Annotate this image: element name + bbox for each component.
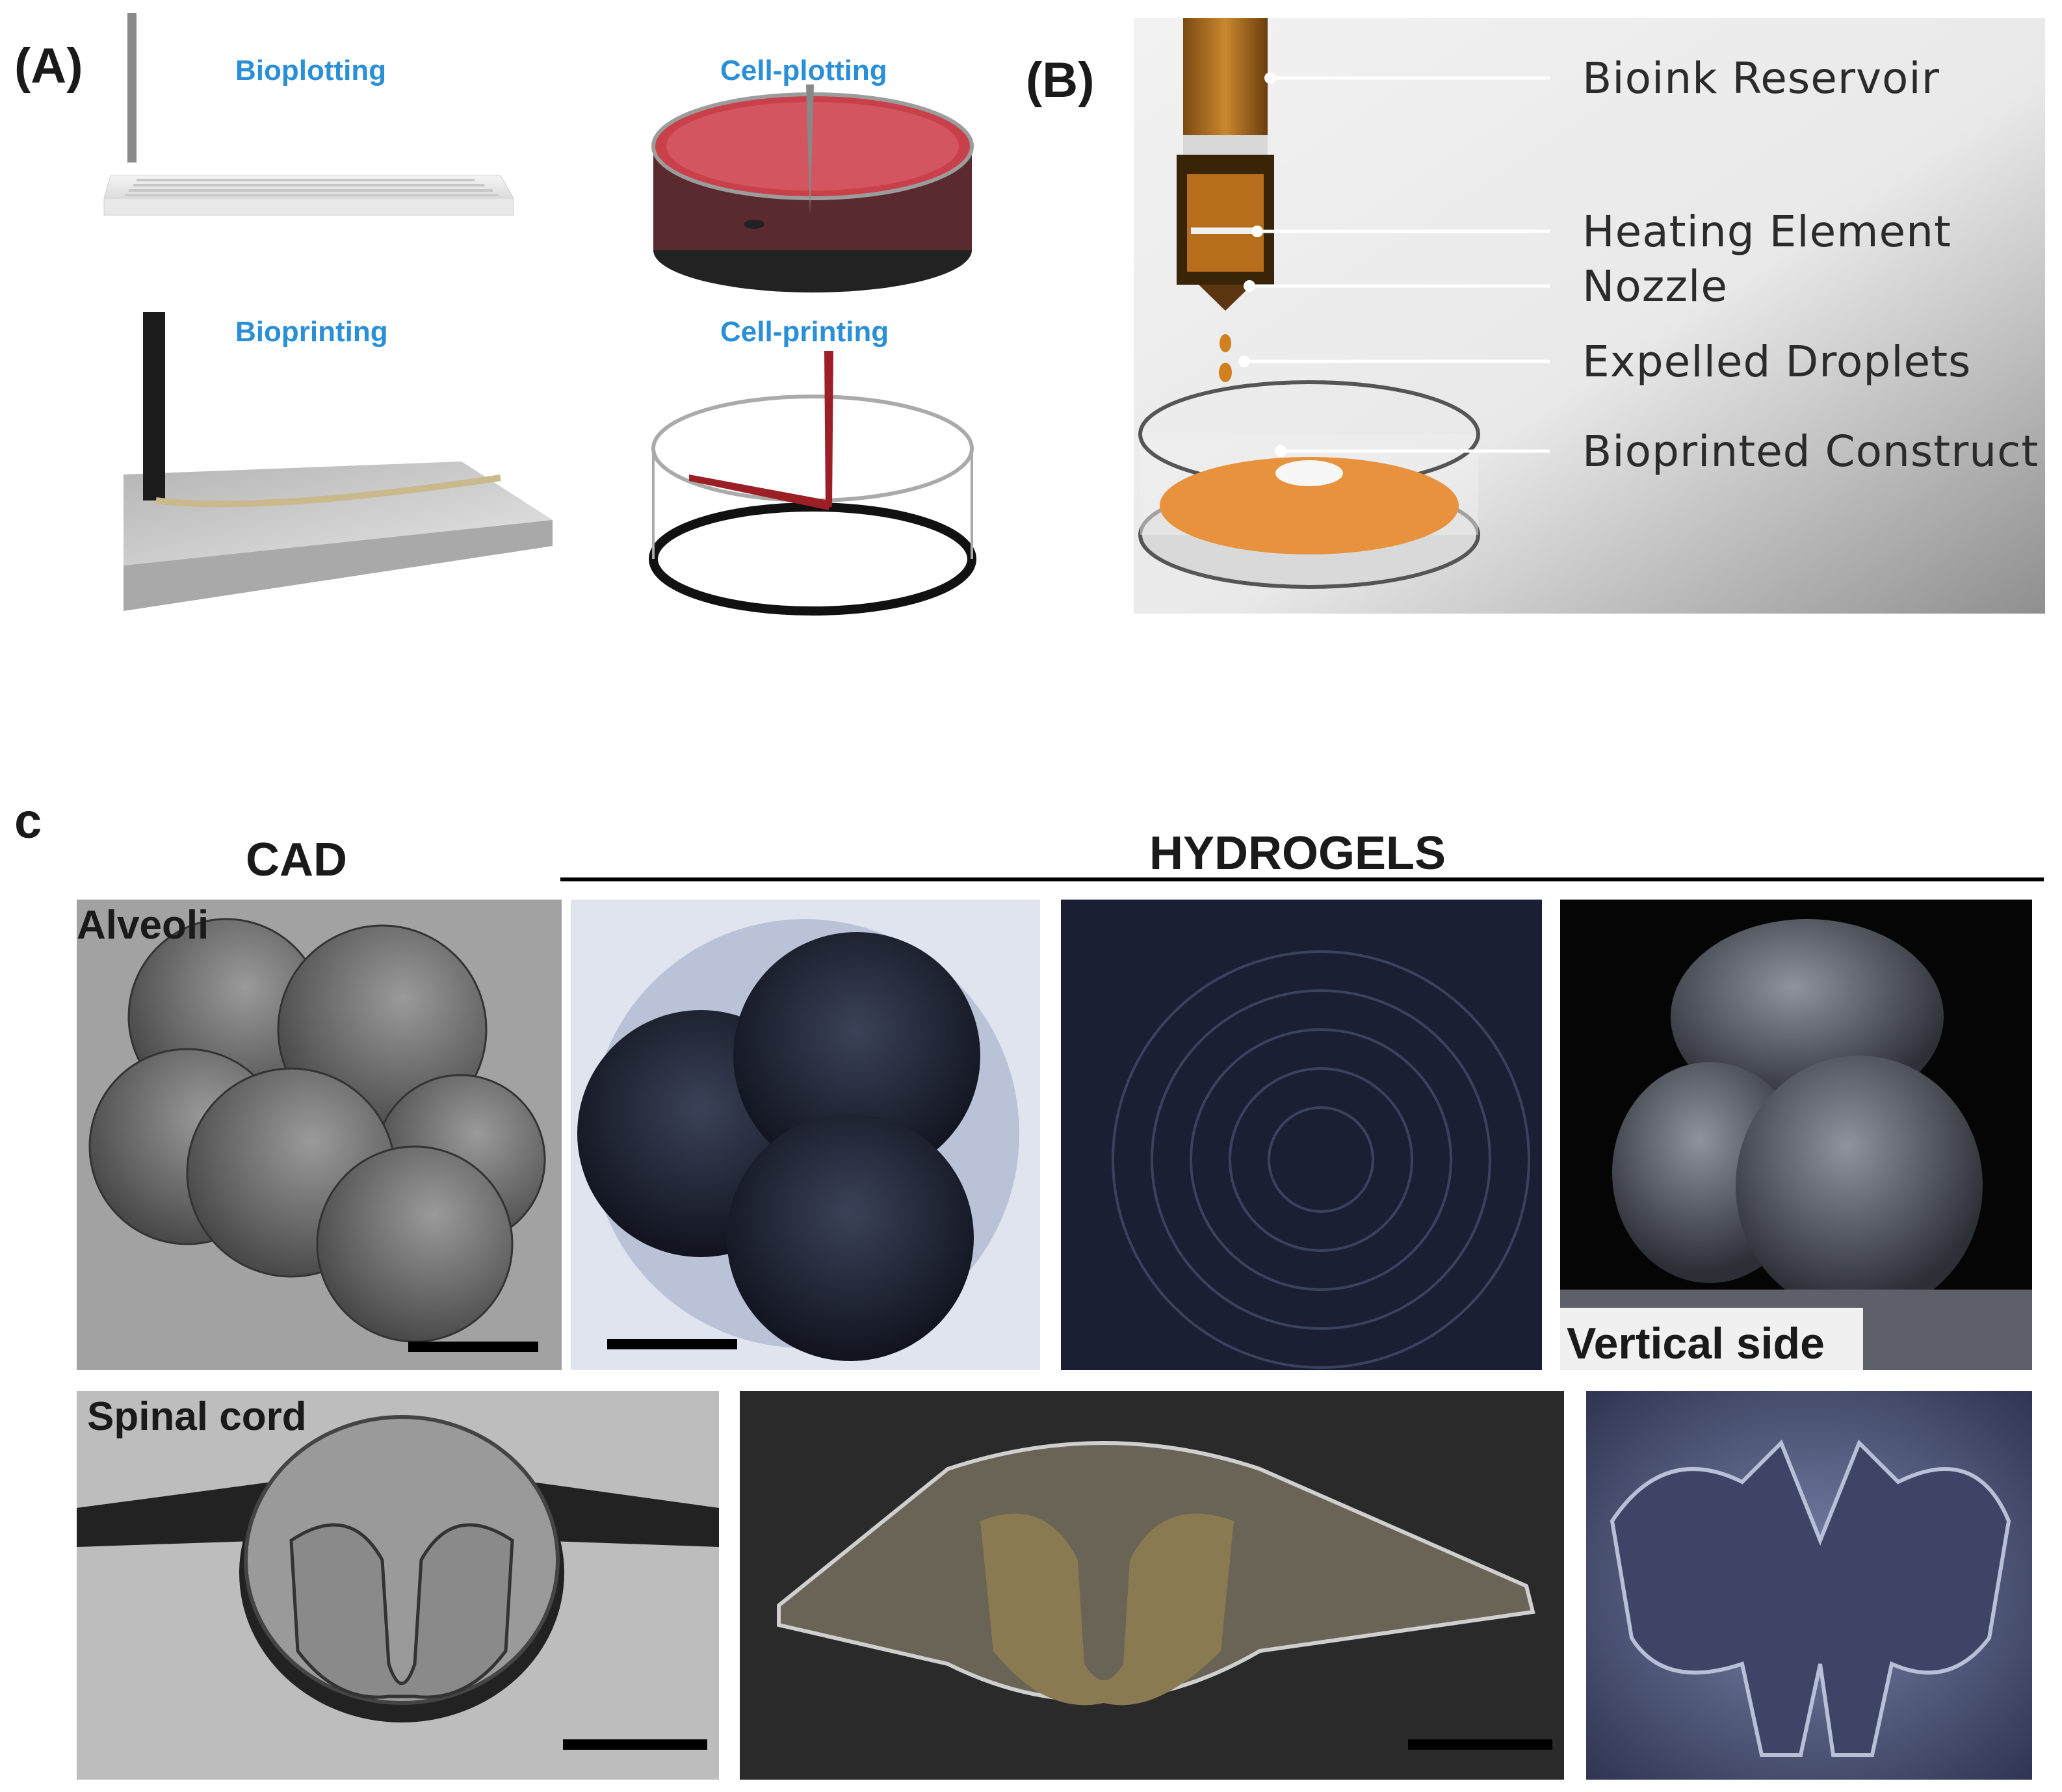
- bioprinting-label: Bioprinting: [235, 316, 388, 348]
- vertical-side-image: [1560, 900, 2032, 1370]
- panel-b-label: (B): [1026, 53, 1095, 108]
- bioprinting-illustration: [124, 312, 553, 611]
- hydrogels-header: HYDROGELS: [1149, 827, 1446, 879]
- bioplotting-illustration: [103, 13, 514, 216]
- cell-printing-dish: [649, 351, 976, 616]
- hydrogels-rule: [560, 877, 2044, 881]
- cell-printing-label: Cell-printing: [720, 316, 889, 348]
- cad-header: CAD: [246, 834, 347, 886]
- hydrogel-alveoli-top-image: [571, 900, 1040, 1370]
- bioprinter-diagram: [1134, 18, 2045, 614]
- cell-plotting-dish: [651, 84, 974, 292]
- vertical-side-label-box: [1560, 1308, 1863, 1370]
- alveoli-cad-image: [77, 900, 562, 1370]
- panel-c-label: c: [14, 794, 42, 849]
- callout-nozzle: Nozzle: [1582, 261, 1728, 311]
- cell-plotting-label: Cell-plotting: [720, 55, 887, 86]
- hydrogel-zoom-image: [1061, 900, 1542, 1370]
- callout-expelled-droplets: Expelled Droplets: [1582, 337, 1972, 387]
- hydrogel-spinal-cord-close-image: [1586, 1391, 2032, 1780]
- alveoli-label: Alveoli: [77, 903, 209, 948]
- callout-bioprinted-construct: Bioprinted Construct: [1582, 426, 2039, 476]
- callout-heating-element: Heating Element: [1582, 207, 1951, 257]
- hydrogel-spinal-cord-image: [740, 1391, 1564, 1780]
- spinal-cord-cad-image: [77, 1391, 719, 1780]
- panel-a-label: (A): [14, 38, 83, 94]
- callout-bioink-reservoir: Bioink Reservoir: [1582, 53, 1940, 103]
- spinal-cord-label: Spinal cord: [87, 1394, 307, 1439]
- vertical-side-label: Vertical side: [1567, 1319, 1825, 1368]
- bioplotting-label: Bioplotting: [235, 55, 387, 86]
